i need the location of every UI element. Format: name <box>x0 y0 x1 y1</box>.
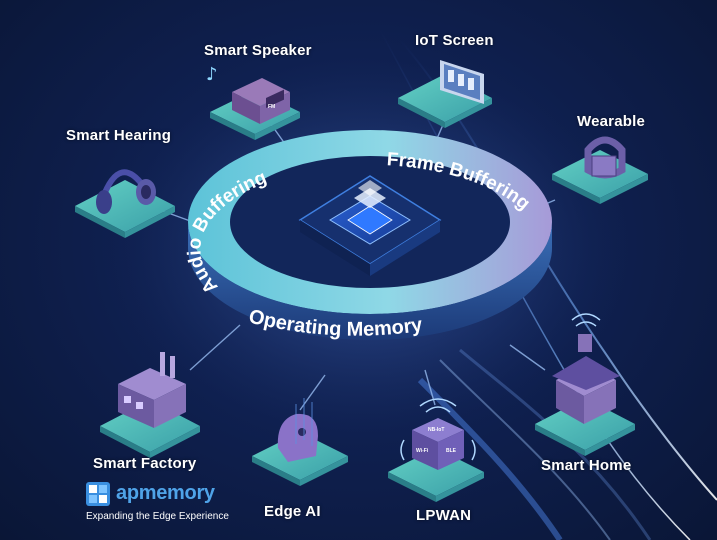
wireless-cube-icon: NB-IoT Wi-Fi BLE <box>400 398 476 470</box>
brand-tagline: Expanding the Edge Experience <box>86 511 229 522</box>
brand-block: apmemory Expanding the Edge Experience <box>86 480 256 526</box>
house-icon <box>552 313 620 424</box>
ai-head-icon <box>277 398 318 462</box>
svg-text:BLE: BLE <box>446 448 457 454</box>
label-smart-hearing: Smart Hearing <box>66 127 172 144</box>
apmemory-logo-icon <box>86 482 110 506</box>
label-smart-factory: Smart Factory <box>93 455 197 472</box>
memory-ring-front <box>188 222 552 340</box>
label-iot-screen: IoT Screen <box>415 32 494 49</box>
svg-text:FM: FM <box>268 104 275 110</box>
brand-name: apmemory <box>116 482 215 504</box>
wearable-node <box>552 136 648 204</box>
smart-speaker-icon: FM ♪ <box>206 64 290 124</box>
label-smart-speaker: Smart Speaker <box>204 42 312 59</box>
label-lpwan: LPWAN <box>416 507 472 524</box>
lpwan-node: NB-IoT Wi-Fi BLE <box>388 398 484 502</box>
edge-ai-node <box>252 398 348 486</box>
label-wearable: Wearable <box>577 113 646 130</box>
smart-home-node <box>535 313 635 456</box>
smart-factory-node <box>100 352 200 458</box>
svg-text:Wi-Fi: Wi-Fi <box>416 448 429 454</box>
factory-icon <box>118 352 186 428</box>
headphones-icon <box>96 169 156 214</box>
iot-screen-icon <box>440 60 484 104</box>
label-edge-ai: Edge AI <box>264 503 321 520</box>
iot-screen-node <box>398 60 492 128</box>
label-smart-home: Smart Home <box>541 457 632 474</box>
smartwatch-icon <box>584 136 626 179</box>
smart-speaker-node: FM ♪ <box>206 64 300 140</box>
music-note-icon: ♪ <box>206 64 218 85</box>
svg-text:NB-IoT: NB-IoT <box>428 427 444 433</box>
smart-hearing-node <box>75 169 175 238</box>
processor-chip <box>298 175 442 276</box>
